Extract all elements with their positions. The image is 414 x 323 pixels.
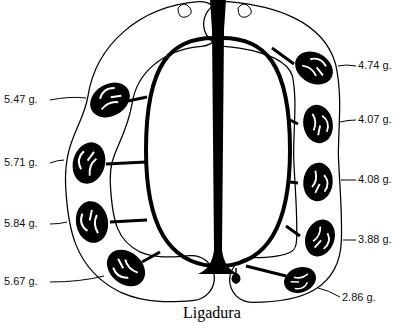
fetus-marks	[311, 226, 332, 251]
ligature-thread	[235, 268, 237, 278]
fetus-marks	[301, 54, 329, 79]
fetus-body	[73, 199, 112, 246]
fetus-body	[289, 45, 339, 91]
weight-label: 5.47 g.	[4, 94, 38, 105]
fetus	[73, 199, 112, 246]
fetus-marks	[290, 272, 312, 291]
fetus-marks	[311, 111, 330, 135]
fetus-body	[300, 215, 340, 260]
leader-lines	[50, 65, 356, 297]
weight-label: 5.84 g.	[4, 218, 38, 229]
weight-label: 2.86 g.	[342, 292, 376, 303]
uterine-horns	[88, 24, 319, 280]
left-vessel-loop	[146, 38, 214, 266]
weight-label: 4.08 g.	[358, 174, 392, 185]
left-horn-inside	[88, 24, 200, 279]
fetus-body	[68, 139, 110, 188]
fetus-body	[300, 102, 336, 145]
left-horn-outline	[88, 24, 200, 279]
figure-caption: Ligadura	[183, 305, 241, 321]
fetus	[302, 161, 335, 202]
left-vessel-branches	[106, 97, 160, 262]
left-leaders	[50, 97, 104, 282]
fetus	[100, 242, 153, 294]
right-vessel-loop	[222, 38, 290, 266]
fetus-marks	[76, 149, 98, 176]
central-vessel	[198, 0, 238, 274]
weight-label: 4.07 g.	[358, 114, 392, 125]
right-vessel-branches	[246, 48, 300, 276]
fetus	[68, 139, 110, 188]
weight-label: 5.67 g.	[4, 276, 38, 287]
weight-label: 5.71 g.	[4, 157, 38, 168]
fetus	[289, 45, 339, 91]
fetus	[280, 263, 319, 298]
fetuses	[68, 45, 340, 297]
weight-label: 4.74 g.	[358, 60, 392, 71]
fetus-marks	[94, 85, 123, 111]
fetus	[300, 102, 336, 145]
fetus-marks	[80, 209, 100, 236]
right-ovary	[238, 4, 251, 17]
weight-label: 3.88 g.	[358, 234, 392, 245]
fetus-body	[84, 76, 136, 125]
right-leaders	[318, 65, 356, 297]
fetus-marks	[312, 171, 329, 194]
left-ovary	[178, 4, 191, 17]
fetus-body	[280, 263, 319, 298]
blood-vessels	[106, 38, 300, 276]
fetus	[84, 76, 136, 125]
fetus-marks	[110, 256, 139, 284]
fetus	[300, 215, 340, 260]
fetus-body	[100, 242, 153, 294]
fetus-body	[302, 161, 335, 202]
